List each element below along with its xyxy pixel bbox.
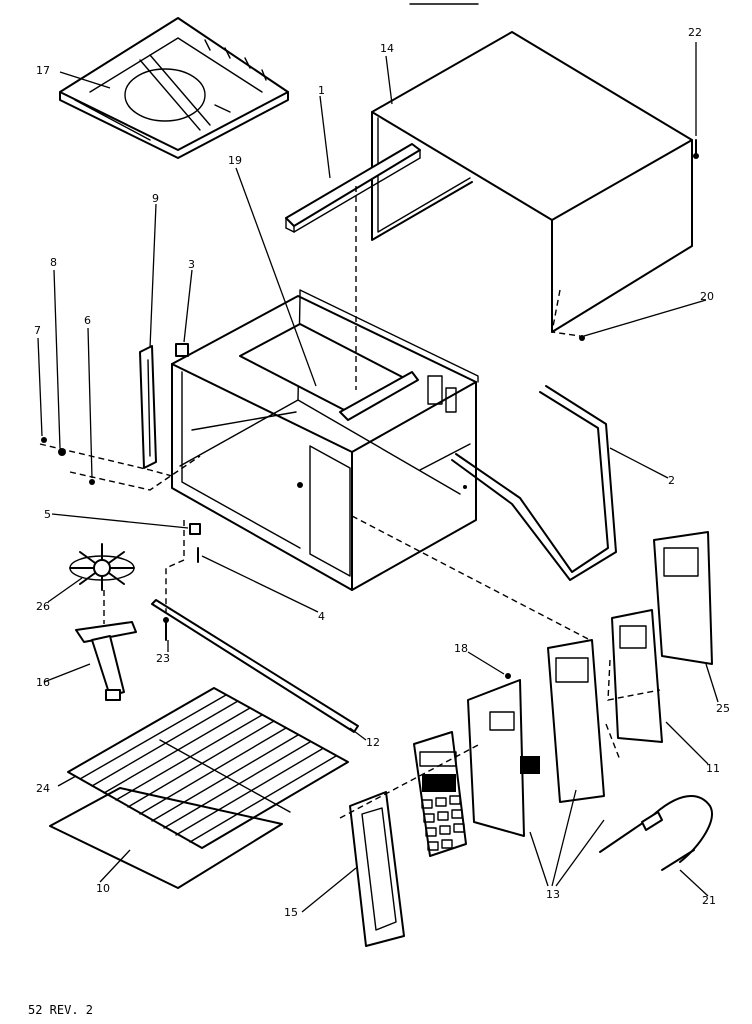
callout-9: 9 [152,192,159,205]
callout-18: 18 [454,642,468,655]
callout-8: 8 [50,256,57,269]
part-17-top-cover [59,17,289,159]
callout-25: 25 [716,702,730,715]
part-21-temperature-probe [599,795,713,871]
part-20-screw [579,335,585,341]
oven-cavity [171,289,479,591]
part-24-shelf-rack [67,687,349,849]
callout-1: 1 [318,84,325,97]
callout-22: 22 [688,26,702,39]
part-1-strip [285,143,421,233]
part-18-screw [505,673,511,679]
part-5-fitting [189,523,201,535]
part-26-stirrer-fan [69,543,135,591]
callout-26: 26 [36,600,50,613]
callout-21: 21 [702,894,716,907]
part-13-control-plates [467,639,605,837]
callout-2: 2 [668,474,675,487]
callout-10: 10 [96,882,110,895]
part-22-screw [693,139,699,159]
callout-14: 14 [380,42,394,55]
part-14-cabinet-wrapper [371,31,693,333]
callout-12: 12 [366,736,380,749]
callout-5: 5 [44,508,51,521]
callout-23: 23 [156,652,170,665]
part-10-tray [49,787,283,889]
callout-15: 15 [284,906,298,919]
callout-7: 7 [34,324,41,337]
callout-6: 6 [84,314,91,327]
callout-labels: 1 2 3 4 5 6 7 8 9 10 11 12 13 14 15 16 1… [34,26,730,919]
assembly-lines [39,186,661,819]
part-23-bolt [163,617,169,641]
callout-19: 19 [228,154,242,167]
callout-13: 13 [546,888,560,901]
part-15-door-frame [349,791,405,947]
part-12-rod [151,599,359,733]
callout-20: 20 [700,290,714,303]
part-2-seal-strip [451,385,617,581]
parts-6-7-8-screws [41,437,95,485]
part-16-motor-bracket [75,621,137,701]
callout-17: 17 [36,64,50,77]
part-11-panel [611,609,663,743]
callout-24: 24 [36,782,50,795]
callout-3: 3 [188,258,195,271]
part-25-cover [653,531,713,665]
part-9-side-bracket [139,345,157,469]
callout-11: 11 [706,762,720,775]
control-panel-keypad [413,731,467,857]
callout-4: 4 [318,610,325,623]
leader-lines [37,42,719,913]
callout-16: 16 [36,676,50,689]
part-3-clip [175,343,189,357]
revision-footer: 52 REV. 2 [28,1003,93,1017]
